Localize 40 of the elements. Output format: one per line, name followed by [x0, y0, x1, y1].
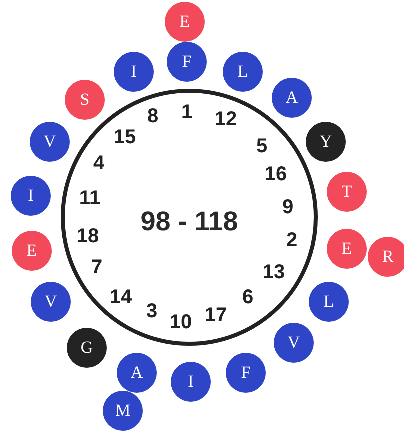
- position-number: 12: [214, 108, 238, 132]
- position-number: 5: [256, 136, 268, 158]
- position-number: 3: [146, 300, 158, 324]
- residue-circle: L: [309, 282, 349, 322]
- residue-circle: I: [11, 176, 51, 216]
- position-number: 4: [93, 152, 105, 176]
- residue-circle: S: [65, 80, 105, 120]
- residue-circle: G: [67, 328, 107, 368]
- residue-circle: R: [368, 237, 404, 277]
- residue-circle: V: [30, 122, 70, 162]
- position-number: 7: [91, 256, 103, 280]
- position-number: 14: [110, 286, 132, 310]
- residue-circle: Y: [306, 122, 346, 162]
- residue-circle: E: [327, 229, 367, 269]
- residue-circle: A: [117, 353, 157, 393]
- residue-circle: V: [31, 282, 71, 322]
- residue-circle: F: [226, 353, 266, 393]
- position-number: 11: [79, 188, 101, 210]
- position-number: 1: [181, 102, 193, 124]
- position-number: 10: [170, 312, 192, 334]
- position-number: 2: [286, 230, 298, 252]
- position-number: 17: [204, 304, 228, 328]
- residue-circle: A: [272, 78, 312, 118]
- residue-circle: V: [274, 323, 314, 363]
- position-number: 18: [76, 226, 100, 248]
- position-number: 9: [282, 196, 294, 220]
- position-number: 16: [264, 164, 288, 186]
- residue-circle: I: [114, 52, 154, 92]
- residue-range: 98 - 118: [140, 206, 238, 238]
- position-number: 6: [242, 286, 254, 310]
- position-number: 15: [114, 126, 136, 150]
- residue-circle: E: [165, 2, 205, 42]
- residue-circle: F: [167, 42, 207, 82]
- position-number: 8: [147, 106, 159, 128]
- residue-circle: E: [12, 231, 52, 271]
- residue-circle: L: [223, 52, 263, 92]
- position-number: 13: [262, 262, 286, 284]
- residue-circle: M: [103, 391, 143, 431]
- residue-circle: T: [327, 172, 367, 212]
- residue-circle: I: [171, 362, 211, 402]
